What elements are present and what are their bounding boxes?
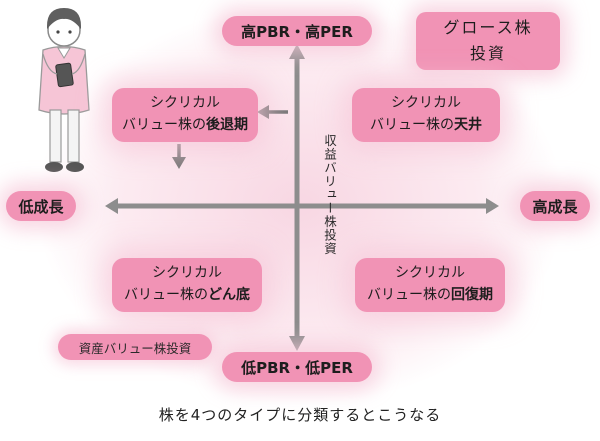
man-notebook (55, 62, 74, 88)
man-arm-right (71, 53, 86, 75)
quadrant-bottom-right-line1: シクリカル (395, 265, 465, 282)
asset-value-label: 資産バリュー株投資 (58, 334, 212, 360)
axis-arrow-up-icon (289, 44, 305, 59)
quadrant-top-left-line2-normal: バリュー株の (122, 117, 206, 133)
man-leg-left (49, 109, 62, 163)
growth-investment-line2: 投資 (469, 44, 506, 63)
quadrant-top-left-box: シクリカル バリュー株の後退期 (112, 88, 258, 142)
investor-illustration (38, 8, 90, 172)
man-eye-right (68, 30, 72, 34)
quadrant-bottom-right-line2-bold: 回復期 (451, 287, 493, 303)
cycle-arrow-down-icon (172, 157, 186, 169)
axis-arrow-right-icon (486, 198, 499, 214)
quadrant-bottom-left-line2: バリュー株のどん底 (124, 285, 250, 307)
quadrant-bottom-left-box: シクリカル バリュー株のどん底 (112, 258, 262, 312)
quadrant-top-left-line2: バリュー株の後退期 (122, 115, 248, 137)
quadrant-bottom-right-line2-normal: バリュー株の (367, 287, 451, 303)
man-arm-left (42, 53, 58, 75)
axis-top-label: 高PBR・高PER (222, 16, 372, 46)
quadrant-bottom-right-line2: バリュー株の回復期 (367, 285, 493, 307)
man-shoe-left (45, 162, 63, 172)
caption: 株を4つのタイプに分類するとこうなる (158, 406, 442, 424)
man-leg-right (67, 109, 80, 163)
quadrant-top-right-box: シクリカル バリュー株の天井 (352, 88, 500, 142)
axis-bottom-label: 低PBR・低PER (222, 352, 372, 382)
man-eye-left (56, 30, 60, 34)
quadrant-top-right-line2-bold: 天井 (454, 117, 482, 133)
earnings-value-vertical-label: 収益バリュー株投資 (322, 134, 337, 256)
man-hair (47, 8, 81, 29)
axis-arrow-left-icon (105, 198, 118, 214)
quadrant-bottom-left-line2-normal: バリュー株の (124, 287, 208, 303)
growth-investment-line1: グロース株 (443, 18, 533, 38)
quadrant-top-right-line2-normal: バリュー株の (370, 117, 454, 133)
man-shoe-right (66, 162, 84, 172)
quadrant-top-left-line2-bold: 後退期 (206, 117, 248, 133)
quadrant-top-right-line2: バリュー株の天井 (370, 115, 482, 137)
growth-investment-box: グロース株 投資 (416, 12, 560, 70)
quadrant-top-right-line1: シクリカル (391, 95, 461, 112)
quadrant-bottom-right-box: シクリカル バリュー株の回復期 (355, 258, 505, 312)
axis-left-label: 低成長 (6, 191, 76, 221)
man-shirt-collar (57, 47, 71, 59)
quadrant-bottom-left-line1: シクリカル (152, 265, 222, 282)
cycle-arrow-left-icon (257, 105, 269, 119)
quadrant-bottom-left-line2-bold: どん底 (208, 287, 250, 303)
axis-arrow-down-icon (289, 336, 305, 351)
quadrant-top-left-line1: シクリカル (150, 95, 220, 112)
axis-right-label: 高成長 (520, 191, 590, 221)
